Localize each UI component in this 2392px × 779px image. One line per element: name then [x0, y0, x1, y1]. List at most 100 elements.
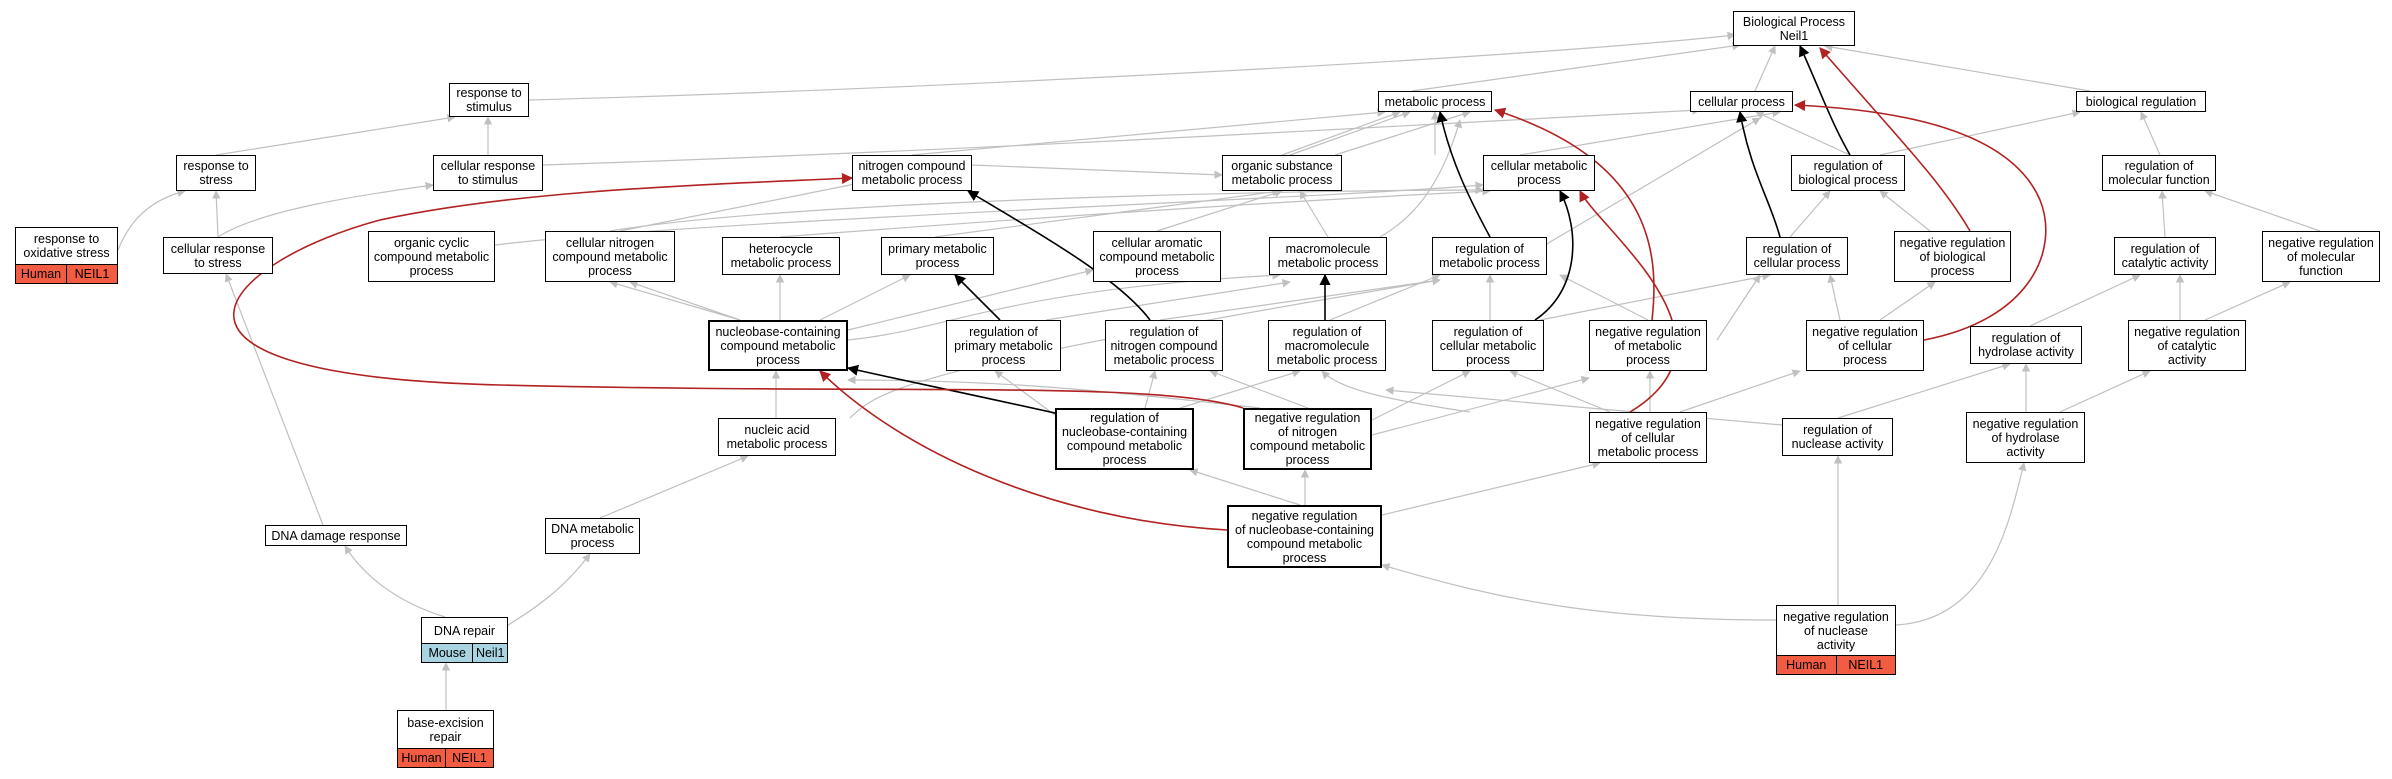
edge-90 [1579, 190, 1677, 413]
node-biological-process-root[interactable]: Biological Process Neil1 [1733, 11, 1855, 46]
annotation-tags: Human NEIL1 [16, 264, 117, 283]
species-tag: Human [398, 749, 445, 767]
node-regulation-of-nucleobase-containing-compound-metabolic-process[interactable]: regulation of nucleobase-containing comp… [1055, 408, 1194, 470]
node-response-to-stimulus[interactable]: response to stimulus [449, 83, 529, 117]
edge-18 [212, 190, 221, 238]
node-base-excision-repair[interactable]: base-excision repair Human NEIL1 [397, 710, 494, 768]
edge-27 [1379, 119, 1462, 238]
node-negative-regulation-of-nuclease-activity[interactable]: negative regulation of nuclease activity… [1776, 605, 1896, 675]
edge-20 [619, 180, 861, 232]
edge-3 [528, 31, 1736, 101]
edge-44 [1559, 274, 1649, 321]
edge-22 [609, 185, 1484, 232]
node-regulation-of-nitrogen-compound-metabolic-process[interactable]: regulation of nitrogen compound metaboli… [1105, 320, 1223, 371]
edge-15 [1281, 110, 1401, 156]
node-cellular-nitrogen-compound-metabolic-process[interactable]: cellular nitrogen compound metabolic pro… [545, 231, 675, 282]
node-response-to-stress[interactable]: response to stress [176, 155, 256, 191]
node-organic-substance-metabolic-process[interactable]: organic substance metabolic process [1222, 155, 1342, 191]
node-regulation-of-molecular-function[interactable]: regulation of molecular function [2102, 155, 2216, 191]
node-label: negative regulation of nuclease activity [1783, 609, 1889, 652]
edge-45 [1879, 281, 1936, 321]
node-regulation-of-nuclease-activity[interactable]: regulation of nuclease activity [1782, 418, 1893, 456]
node-regulation-of-metabolic-process[interactable]: regulation of metabolic process [1432, 237, 1547, 275]
node-negative-regulation-of-hydrolase-activity[interactable]: negative regulation of hydrolase activit… [1966, 412, 2085, 463]
node-nucleobase-containing-compound-metabolic-process[interactable]: nucleobase-containing compound metabolic… [708, 320, 848, 371]
edge-10 [215, 114, 456, 156]
edge-61 [1679, 369, 1801, 413]
edge-54 [1179, 369, 1301, 409]
node-regulation-of-biological-process[interactable]: regulation of biological process [1791, 155, 1905, 191]
edge-55 [847, 375, 1261, 409]
node-negative-regulation-of-cellular-process[interactable]: negative regulation of cellular process [1806, 320, 1924, 371]
edge-76 [1381, 563, 1777, 621]
edge-87 [1493, 107, 1655, 321]
node-metabolic-process[interactable]: metabolic process [1378, 91, 1492, 112]
node-negative-regulation-of-nitrogen-compound-metabolic-process[interactable]: negative regulation of nitrogen compound… [1243, 408, 1372, 470]
node-regulation-of-hydrolase-activity[interactable]: regulation of hydrolase activity [1970, 326, 2082, 364]
edge-79 [1436, 110, 1491, 238]
edge-43 [1539, 272, 1771, 321]
node-cellular-aromatic-compound-metabolic-process[interactable]: cellular aromatic compound metabolic pro… [1093, 231, 1221, 282]
edge-40 [1159, 276, 1441, 321]
node-cellular-process[interactable]: cellular process [1690, 91, 1793, 112]
edge-28 [1544, 117, 1761, 246]
node-primary-metabolic-process[interactable]: primary metabolic process [881, 237, 994, 275]
edge-50 [1716, 274, 1761, 341]
node-negative-regulation-of-cellular-metabolic-process[interactable]: negative regulation of cellular metaboli… [1589, 412, 1707, 463]
edge-0 [1411, 41, 1741, 92]
node-negative-regulation-of-biological-process[interactable]: negative regulation of biological proces… [1894, 231, 2011, 282]
node-regulation-of-macromolecule-metabolic-process[interactable]: regulation of macromolecule metabolic pr… [1268, 320, 1386, 371]
node-regulation-of-primary-metabolic-process[interactable]: regulation of primary metabolic process [946, 320, 1061, 371]
node-biological-regulation[interactable]: biological regulation [2076, 91, 2206, 112]
edge-1 [1754, 45, 1776, 92]
node-regulation-of-cellular-process[interactable]: regulation of cellular process [1746, 237, 1848, 275]
node-negative-regulation-of-molecular-function[interactable]: negative regulation of molecular functio… [2262, 231, 2380, 282]
edge-49 [2204, 281, 2291, 321]
edge-57 [1371, 370, 1471, 421]
node-cellular-response-to-stimulus[interactable]: cellular response to stimulus [433, 155, 543, 191]
edge-67 [224, 273, 324, 526]
edge-33 [629, 280, 741, 321]
edge-74 [499, 553, 591, 631]
edge-29 [1789, 190, 1831, 238]
edge-17 [117, 188, 186, 251]
node-nitrogen-compound-metabolic-process[interactable]: nitrogen compound metabolic process [852, 155, 972, 191]
gene-tag: NEIL1 [1835, 656, 1895, 674]
node-regulation-of-catalytic-activity[interactable]: regulation of catalytic activity [2114, 237, 2216, 275]
edge-58 [1371, 375, 1590, 436]
node-dna-metabolic-process[interactable]: DNA metabolic process [545, 518, 640, 554]
node-response-to-oxidative-stress[interactable]: response to oxidative stress Human NEIL1 [15, 227, 118, 284]
edge-13 [971, 164, 1223, 179]
species-tag: Human [16, 265, 66, 283]
edge-24 [934, 187, 1281, 238]
edge-39 [1045, 279, 1291, 321]
edge-12 [542, 106, 1701, 166]
node-label: base-excision repair [407, 715, 484, 744]
edge-32 [2204, 189, 2321, 232]
edge-47 [2029, 274, 2141, 327]
node-nucleic-acid-metabolic-process[interactable]: nucleic acid metabolic process [718, 418, 836, 456]
edge-25 [1156, 189, 1283, 232]
node-dna-damage-response[interactable]: DNA damage response [265, 525, 407, 546]
node-regulation-of-cellular-metabolic-process[interactable]: regulation of cellular metabolic process [1432, 320, 1544, 371]
edge-84 [967, 190, 1151, 321]
species-tag: Human [1777, 656, 1836, 674]
edge-85 [1534, 190, 1574, 321]
node-negative-regulation-of-metabolic-process[interactable]: negative regulation of metabolic process [1589, 320, 1707, 371]
node-cellular-metabolic-process[interactable]: cellular metabolic process [1483, 155, 1595, 191]
edge-9 [2140, 111, 2161, 156]
node-negative-regulation-of-catalytic-activity[interactable]: negative regulation of catalytic activit… [2128, 320, 2246, 371]
node-macromolecule-metabolic-process[interactable]: macromolecule metabolic process [1269, 237, 1387, 275]
edge-71 [1381, 460, 1601, 516]
node-cellular-response-to-stress[interactable]: cellular response to stress [163, 237, 273, 274]
edge-14 [911, 108, 1386, 156]
node-dna-repair[interactable]: DNA repair Mouse Neil1 [421, 617, 508, 663]
node-negative-regulation-of-nucleobase-containing-compound-metabolic-process[interactable]: negative regulation of nucleobase-contai… [1227, 505, 1382, 568]
edge-69 [1189, 468, 1301, 506]
node-organic-cyclic-compound-metabolic-process[interactable]: organic cyclic compound metabolic proces… [368, 231, 495, 282]
edge-91 [233, 172, 1244, 409]
edge-31 [2158, 190, 2167, 238]
node-heterocycle-metabolic-process[interactable]: heterocycle metabolic process [722, 237, 840, 275]
edge-66 [1385, 386, 1783, 426]
edge-19 [217, 181, 434, 238]
